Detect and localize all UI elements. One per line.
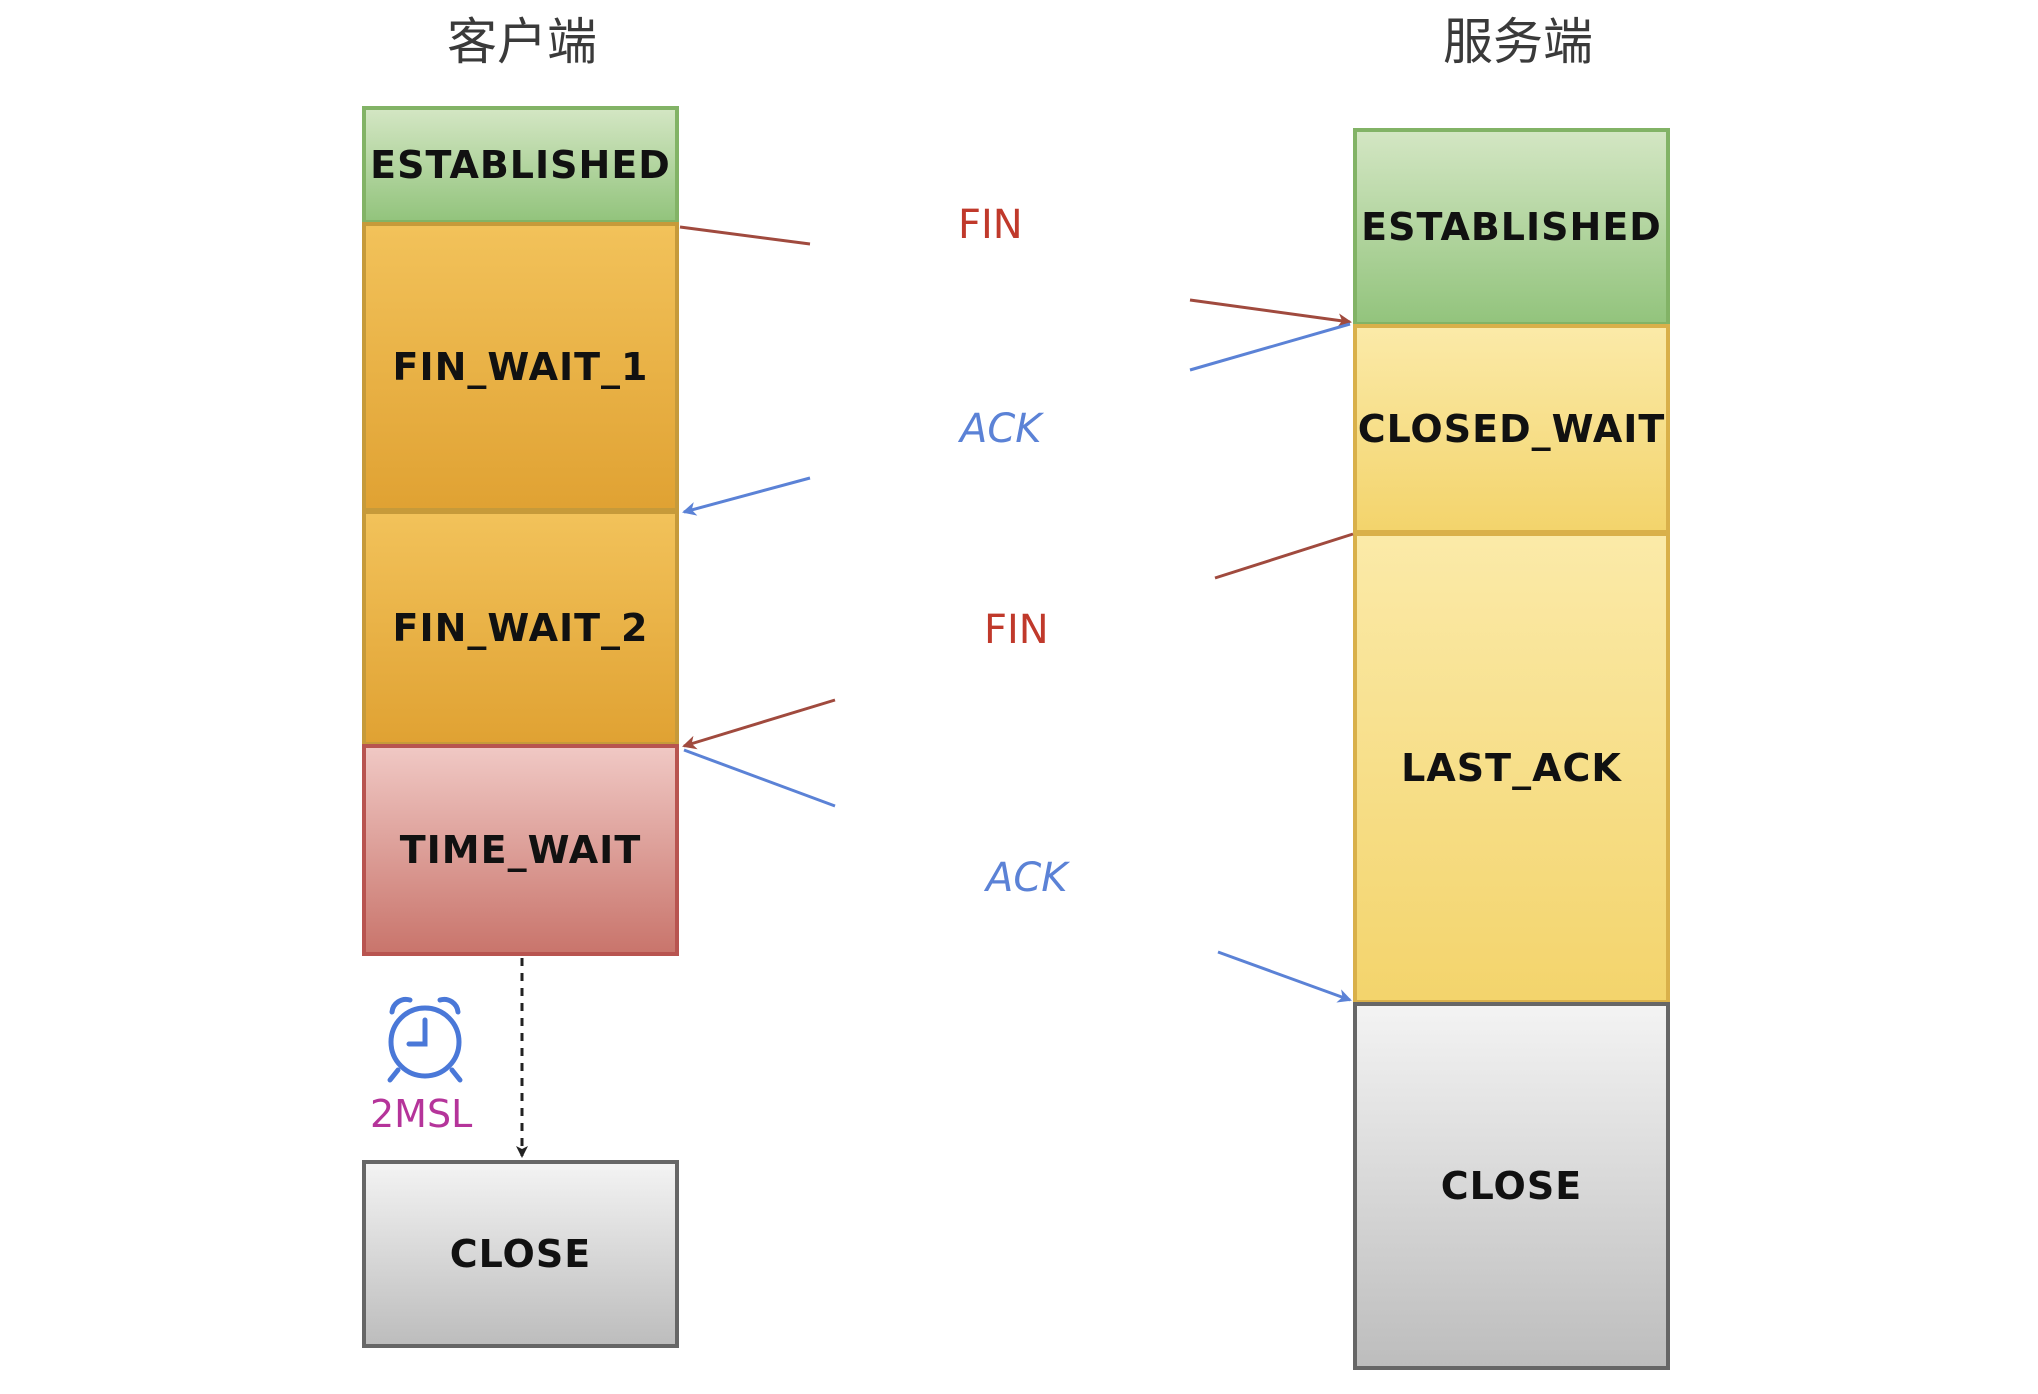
client-state-time-wait: TIME_WAIT (362, 744, 679, 956)
server-state-close: CLOSE (1353, 1002, 1670, 1370)
client-state-fin-wait-1: FIN_WAIT_1 (362, 222, 679, 512)
client-state-close: CLOSE (362, 1160, 679, 1348)
ack-2-arrow (683, 748, 1352, 1003)
message-label-fin-2: FIN (984, 607, 1049, 653)
server-state-established: ESTABLISHED (1353, 128, 1670, 326)
fin-1-arrow (679, 225, 1352, 328)
message-label-ack-2: ACK (986, 855, 1068, 901)
ack-1-arrow (682, 322, 1351, 516)
message-label-ack-1: ACK (960, 406, 1042, 452)
server-state-last-ack: LAST_ACK (1353, 532, 1670, 1004)
alarm-clock-icon (387, 996, 463, 1083)
timer-label: 2MSL (370, 1092, 473, 1136)
server-title: 服务端 (1443, 13, 1593, 71)
message-label-fin-1: FIN (958, 202, 1023, 248)
server-state-closed-wait: CLOSED_WAIT (1353, 324, 1670, 534)
client-title: 客户端 (447, 13, 597, 71)
fin-2-arrow (682, 532, 1354, 750)
